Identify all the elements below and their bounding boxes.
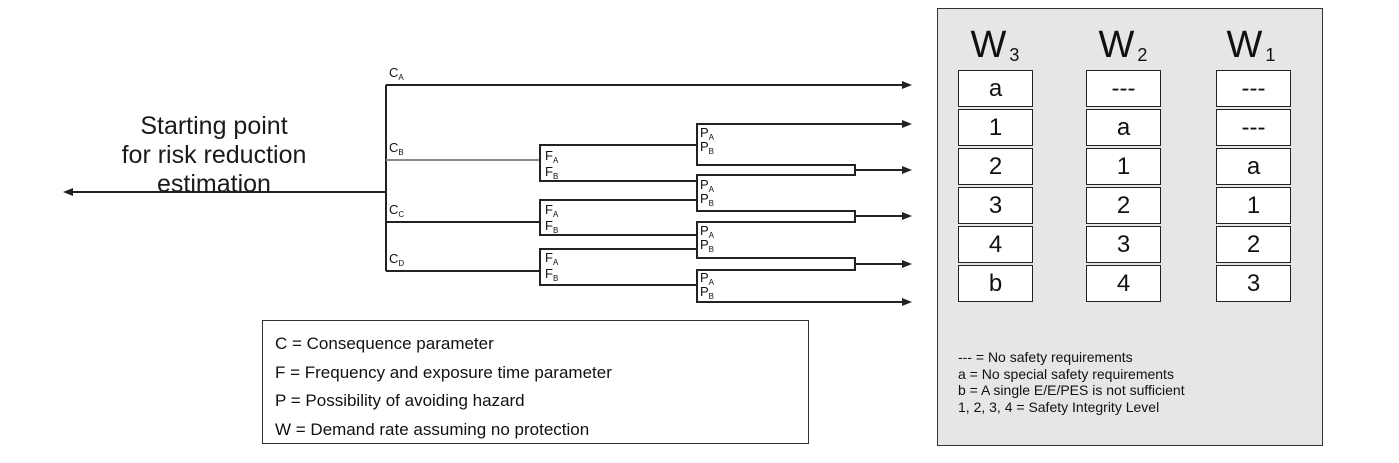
- start-arrow: [63, 188, 386, 196]
- table-cell: 1: [958, 109, 1033, 146]
- possibility-label-b: PB: [700, 284, 714, 301]
- legend-consequence: C = Consequence parameter: [275, 334, 494, 353]
- frequency-label-b: FB: [545, 164, 558, 181]
- table-cell: a: [958, 70, 1033, 107]
- frequency-label-b: FB: [545, 218, 558, 235]
- frequency-branches: [539, 144, 697, 286]
- column-w1: --- --- a 1 2 3: [1216, 70, 1291, 304]
- table-cell: 3: [1086, 226, 1161, 263]
- column-w2: --- a 1 2 3 4: [1086, 70, 1161, 304]
- possibility-label-a: PA: [700, 223, 715, 240]
- note-sil: 1, 2, 3, 4 = Safety Integrity Level: [958, 398, 1160, 415]
- col-header-subscript: 1: [1265, 45, 1276, 65]
- legend-demand-rate: W = Demand rate assuming no protection: [275, 419, 590, 439]
- parameter-legend: C = Consequence parameter F = Frequency …: [262, 320, 809, 444]
- consequence-branches: [385, 84, 905, 272]
- note-single-pes: b = A single E/E/PES is not sufficient: [958, 382, 1185, 398]
- starting-point-label: Starting point for risk reduction estima…: [66, 112, 362, 199]
- possibility-label-a: PA: [700, 270, 715, 287]
- consequence-label-d: CD: [389, 251, 404, 268]
- col-header-subscript: 3: [1009, 45, 1020, 65]
- col-header-letter: W: [1226, 24, 1263, 66]
- table-cell: 2: [1086, 187, 1161, 224]
- possibility-label-b: PB: [700, 237, 714, 254]
- possibility-branches: [696, 123, 905, 303]
- consequence-label-c: CC: [389, 202, 404, 219]
- table-cell: 1: [1086, 148, 1161, 185]
- table-cell: a: [1216, 148, 1291, 185]
- table-cell: 2: [1216, 226, 1291, 263]
- note-no-requirements: --- = No safety requirements: [958, 349, 1133, 365]
- col-header-letter: W: [1098, 24, 1135, 66]
- frequency-label-a: FA: [545, 148, 559, 165]
- table-notes: --- = No safety requirements a = No spec…: [958, 349, 1185, 415]
- starting-point-line: Starting point: [140, 112, 288, 140]
- consequence-label-a: CA: [389, 65, 404, 82]
- possibility-label-b: PB: [700, 191, 714, 208]
- table-cell: b: [958, 265, 1033, 302]
- table-cell: ---: [1216, 109, 1291, 146]
- table-cell: 4: [1086, 265, 1161, 302]
- table-cell: ---: [1086, 70, 1161, 107]
- note-no-special-requirements: a = No special safety requirements: [958, 365, 1174, 382]
- table-cell: 3: [958, 187, 1033, 224]
- table-cell: 4: [958, 226, 1033, 263]
- table-cell: a: [1086, 109, 1161, 146]
- table-cell: 1: [1216, 187, 1291, 224]
- legend-frequency: F = Frequency and exposure time paramete…: [275, 362, 612, 382]
- frequency-label-a: FA: [545, 250, 559, 267]
- column-w3: a 1 2 3 4 b: [958, 70, 1033, 304]
- frequency-label-a: FA: [545, 202, 559, 219]
- possibility-label-a: PA: [700, 177, 715, 194]
- col-header-subscript: 2: [1137, 45, 1148, 65]
- starting-point-line: for risk reduction: [121, 141, 307, 169]
- legend-possibility: P = Possibility of avoiding hazard: [275, 391, 525, 410]
- possibility-label-a: PA: [700, 125, 715, 142]
- table-cell: 3: [1216, 265, 1291, 302]
- starting-point-line: estimation: [157, 170, 271, 198]
- col-header-letter: W: [970, 24, 1007, 66]
- consequence-label-b: CB: [389, 140, 404, 157]
- output-arrowheads: [902, 81, 912, 306]
- table-cell: ---: [1216, 70, 1291, 107]
- possibility-label-b: PB: [700, 139, 714, 156]
- frequency-label-b: FB: [545, 266, 558, 283]
- table-cell: 2: [958, 148, 1033, 185]
